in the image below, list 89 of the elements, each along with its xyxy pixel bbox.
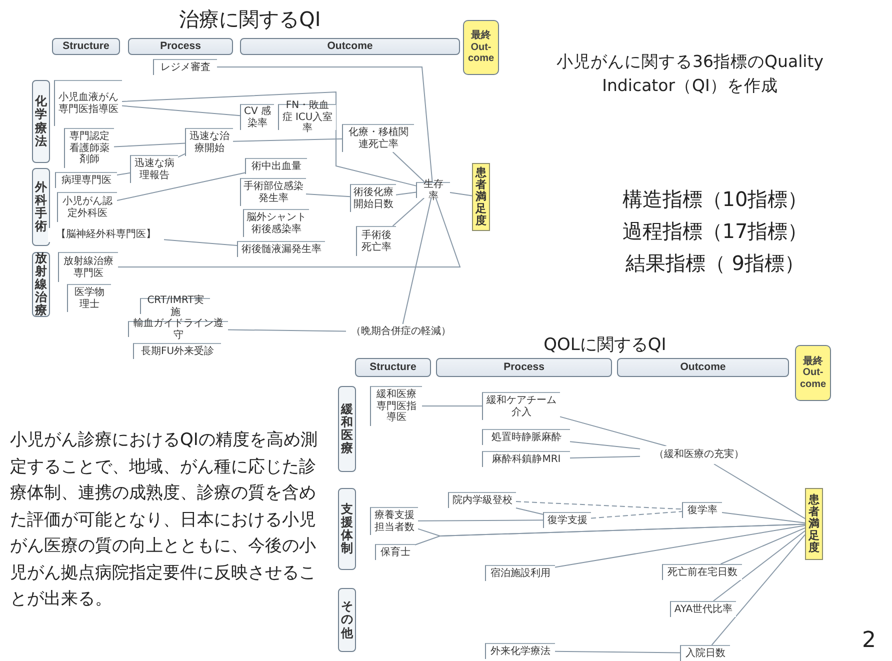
category-band: 化学療法	[32, 80, 50, 163]
indicator-box: 術中出血量	[245, 158, 307, 174]
connector-line	[516, 501, 682, 510]
patient-satisfaction-box: 患者満足度	[805, 488, 823, 560]
connector-line	[590, 511, 682, 519]
category-band: 支援体制	[338, 488, 356, 570]
connector-line	[712, 530, 806, 602]
indicator-box: 死亡前在宅日数	[662, 564, 742, 580]
indicator-box: 保育士	[375, 544, 415, 560]
connector-line	[232, 138, 342, 142]
indicator-box: 小児がん認定外科医	[57, 192, 117, 222]
indicator-box: 手術後死亡率	[356, 226, 396, 256]
indicator-box: 緩和医療専門医指導医	[370, 386, 422, 426]
connector-line	[118, 198, 461, 268]
indicator-box: 院内学級登校	[448, 492, 516, 508]
connector-line	[114, 142, 186, 148]
connector-line	[418, 520, 544, 522]
indicator-box: 療養支援担当者数	[370, 507, 418, 535]
category-band: 外科手術	[32, 168, 50, 246]
connector-line	[164, 239, 238, 246]
indicator-box: 専門認定看護師薬剤師	[64, 128, 114, 168]
diagram-title: 治療に関するQI	[178, 6, 322, 33]
description-text: 小児がん診療におけるQIの精度を高め測定することで、地域、がん種に応じた診療体制、連携の成熟度、診療の質を含めた評価が可能となり、日本における小児がん医療の質の向上とともに、今後の小児がん拠点病院指定要件に反映させることが出来る。	[10, 429, 318, 611]
connector-line	[122, 105, 240, 116]
connector-line	[714, 464, 806, 520]
connector-line	[720, 527, 806, 564]
column-header: Structure	[52, 38, 120, 55]
indicator-box: 化療・移植関連死亡率	[342, 124, 414, 152]
connector-line	[228, 329, 346, 332]
connector-line	[306, 194, 350, 198]
indicator-box: 長期FU外来受診	[133, 343, 221, 359]
connector-line	[570, 456, 640, 458]
indicator-box: 術後化療開始日数	[350, 184, 396, 212]
connector-line	[116, 172, 246, 201]
column-header: Process	[128, 38, 233, 55]
indicator-count: 構造指標（10指標）	[621, 186, 809, 213]
column-header: Structure	[355, 358, 431, 377]
indicator-box: 復学率	[682, 502, 722, 518]
connector-line	[392, 152, 425, 182]
page-number: 2	[862, 628, 877, 653]
category-band: 放射線治療	[32, 252, 50, 317]
connector-line	[216, 66, 433, 182]
indicator-box: 処置時静脈麻酔	[482, 429, 570, 445]
indicator-box: 術後髄液漏発生率	[237, 241, 325, 257]
connector-line	[116, 172, 130, 176]
indicator-box: CV 感染率	[240, 104, 274, 130]
connector-line	[722, 512, 806, 524]
indicator-box: 麻酔科鎮静MRI	[482, 451, 570, 467]
final-outcome-box: 最終 Out-come	[463, 20, 499, 75]
connector-line	[402, 198, 432, 324]
column-header: Outcome	[617, 358, 789, 377]
indicator-box: 外来化学療法	[485, 643, 555, 659]
connector-line	[554, 650, 680, 654]
column-header: Process	[436, 358, 612, 377]
indicator-count: 過程指標（17指標）	[621, 218, 809, 245]
summary-heading: 小児がんに関する36指標のQuality Indicator（QI）を作成	[556, 51, 824, 97]
indicator-box: 迅速な治療開始	[185, 128, 233, 156]
patient-satisfaction-box: 患者満足度	[472, 163, 490, 231]
indicator-box: 入院日数	[680, 645, 730, 661]
category-band: その他	[338, 588, 356, 652]
final-outcome-box: 最終 Out-come	[795, 345, 831, 401]
indicator-box: 脳外シャント術後感染率	[243, 209, 309, 237]
connector-line	[516, 508, 544, 515]
connector-line	[122, 91, 416, 186]
connector-line	[418, 524, 806, 536]
indicator-count: 結果指標（ 9指標）	[624, 250, 806, 277]
indicator-box: 手術部位感染発生率	[240, 178, 306, 206]
indicator-box: 迅速な病理報告	[130, 155, 178, 183]
connector-line	[570, 441, 640, 450]
connector-line	[396, 192, 416, 196]
connector-line	[450, 192, 472, 196]
indicator-box: 放射線治療専門医	[58, 252, 118, 282]
column-header: Outcome	[240, 38, 460, 55]
connector-line	[560, 416, 667, 446]
indicator-box: AYA世代比率	[670, 601, 736, 617]
connector-line	[392, 198, 425, 226]
indicator-box: 復学支援	[543, 512, 591, 528]
indicator-box: レジメ審査	[153, 59, 217, 75]
indicator-box: 医学物理士	[67, 284, 111, 312]
indicator-box: 病理専門医	[55, 172, 117, 188]
indicator-box: 宿泊施設利用	[485, 565, 555, 581]
indicator-box: 小児血液がん専門医指導医	[54, 80, 122, 126]
connector-line	[554, 525, 806, 568]
indicator-box: 緩和ケアチーム介入	[482, 392, 560, 420]
section-title: QOLに関するQI	[542, 334, 668, 356]
connector-line	[711, 534, 806, 646]
indicator-text: 【脳神経外科専門医】	[48, 228, 164, 242]
category-band: 緩和医療	[338, 386, 356, 472]
connector-line	[178, 153, 186, 158]
